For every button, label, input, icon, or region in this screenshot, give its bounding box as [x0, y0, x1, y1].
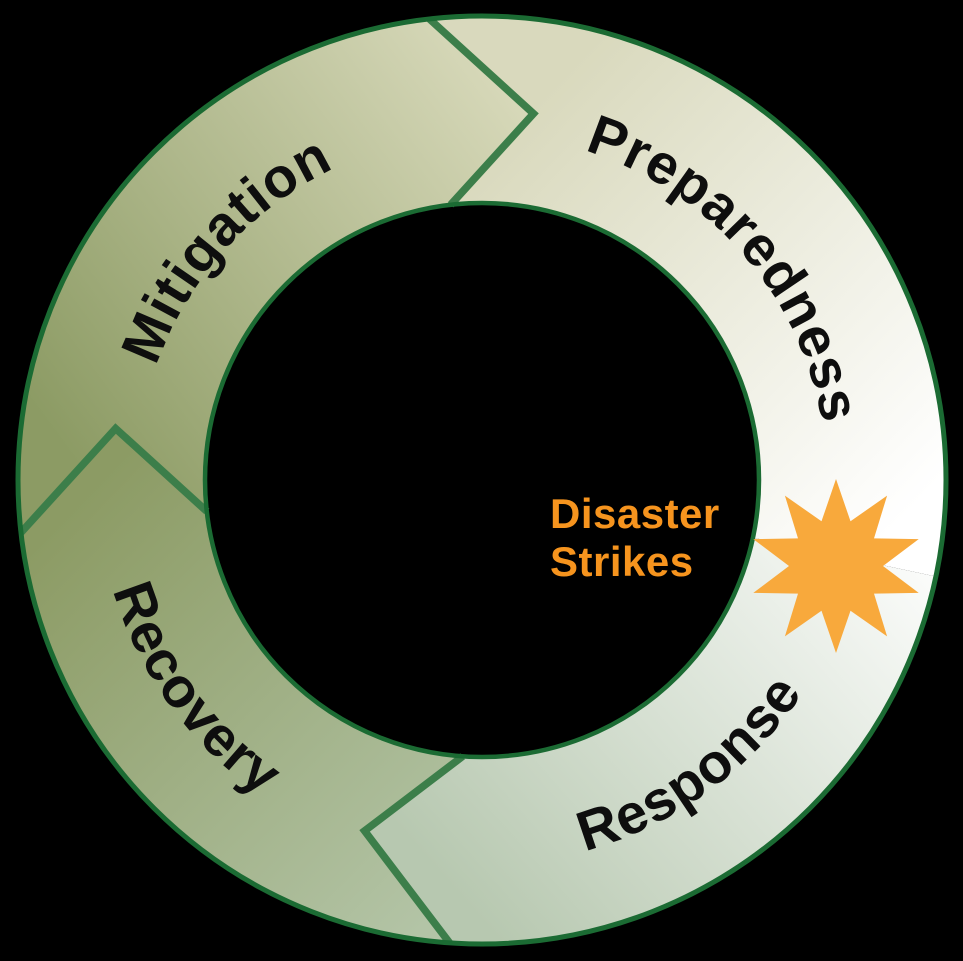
ring-inner-outline — [202, 200, 762, 760]
segment-preparedness — [429, 16, 946, 577]
segment-recovery — [21, 428, 463, 943]
chevron-divider-mitigation-preparedness-icon — [426, 16, 539, 208]
segment-mitigation — [18, 19, 534, 533]
chevron-divider-recovery-mitigation-icon — [18, 423, 210, 536]
segment-response — [364, 537, 936, 945]
chevron-divider-response-recovery-icon — [359, 753, 465, 946]
disaster-strikes-label-line2: Strikes — [550, 538, 694, 585]
disaster-starburst-icon — [753, 479, 919, 653]
disaster-strikes-label-line1: Disaster — [550, 490, 720, 537]
ring-outer-outline — [15, 13, 949, 947]
